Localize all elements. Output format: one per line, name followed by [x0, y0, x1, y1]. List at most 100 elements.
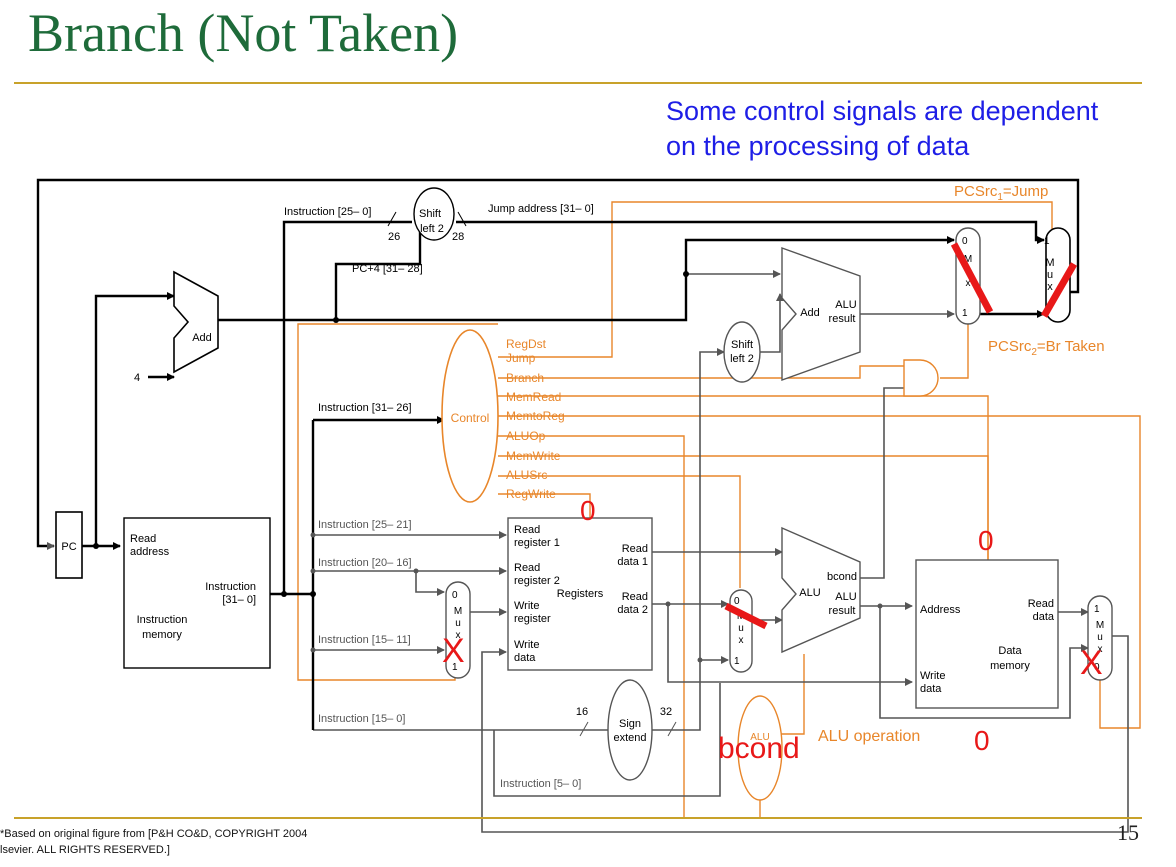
wire-sign-out	[652, 348, 725, 731]
svg-text:M: M	[454, 606, 462, 617]
sign-extend-unit: Sign extend 16 32	[576, 679, 677, 781]
wire-labels: Instruction [25– 0] Jump address [31– 0]…	[284, 203, 594, 414]
svg-text:data 2: data 2	[617, 604, 648, 616]
footnote: *Based on original figure from [P&H CO&D…	[0, 826, 307, 858]
svg-text:Write: Write	[920, 670, 945, 682]
memwrite-zero: 0	[974, 725, 990, 756]
svg-text:x: x	[1098, 644, 1103, 655]
wire-jump-addr	[456, 220, 1045, 244]
svg-text:result: result	[829, 313, 856, 325]
svg-text:Read: Read	[130, 533, 156, 545]
svg-text:ALU: ALU	[799, 587, 820, 599]
svg-text:1: 1	[1094, 604, 1100, 615]
svg-text:Instruction [20– 16]: Instruction [20– 16]	[318, 557, 412, 569]
svg-text:1: 1	[1044, 236, 1050, 247]
svg-text:address: address	[130, 546, 170, 558]
svg-text:1: 1	[962, 308, 968, 319]
mux-regdst: 0 M u x 1	[445, 581, 471, 679]
svg-text:x: x	[966, 278, 971, 289]
wire-pc4-top	[334, 228, 422, 320]
svg-text:Instruction [15– 11]: Instruction [15– 11]	[318, 634, 411, 646]
svg-text:RegDst: RegDst	[506, 337, 547, 351]
svg-text:u: u	[1047, 269, 1053, 281]
callout-text: Some control signals are dependent on th…	[666, 94, 1098, 164]
callout-line-1: Some control signals are dependent	[666, 96, 1099, 126]
svg-text:RegWrite: RegWrite	[506, 487, 556, 501]
svg-text:28: 28	[452, 231, 464, 243]
svg-text:MemWrite: MemWrite	[506, 449, 561, 463]
register-file: Read register 1 Read register 2 Write re…	[507, 517, 653, 671]
alusrc-signal-wire	[498, 475, 741, 588]
control-unit: Control	[441, 329, 499, 503]
svg-text:Instruction [25– 21]: Instruction [25– 21]	[318, 519, 412, 531]
alu-operation-wire	[772, 654, 805, 735]
const-four: 4	[134, 372, 140, 384]
wire-instr-trunk	[282, 220, 412, 594]
datapath-wires	[313, 270, 1129, 833]
svg-text:0: 0	[1094, 662, 1100, 673]
svg-text:M: M	[1045, 257, 1054, 269]
svg-text:memory: memory	[142, 629, 182, 641]
svg-text:1: 1	[734, 656, 740, 667]
svg-text:data: data	[920, 683, 942, 695]
wire-pc-loop	[36, 178, 1080, 550]
svg-text:data: data	[1033, 611, 1055, 623]
pc-register: PC	[55, 511, 83, 579]
branch-adder: Add ALU result	[781, 247, 861, 381]
wire-pc4	[218, 236, 955, 322]
red-slashes	[724, 242, 1078, 630]
svg-text:Read: Read	[514, 524, 540, 536]
svg-text:register 2: register 2	[514, 575, 560, 587]
footnote-line-2: lsevier. ALL RIGHTS RESERVED.]	[0, 844, 170, 856]
svg-text:u: u	[1097, 632, 1103, 643]
svg-text:ALU: ALU	[835, 299, 856, 311]
svg-text:Address: Address	[920, 604, 961, 616]
memread-zero: 0	[978, 525, 994, 556]
junction-dots-gray	[310, 532, 883, 663]
svg-text:Jump: Jump	[506, 351, 536, 365]
svg-text:Shift: Shift	[419, 208, 441, 220]
page-number: 15	[1117, 820, 1139, 845]
svg-text:memory: memory	[990, 660, 1030, 672]
bcond-big: bcond	[718, 732, 800, 765]
svg-text:Instruction [31– 26]: Instruction [31– 26]	[318, 402, 412, 414]
wire-shift2-to-add	[760, 293, 784, 353]
svg-text:MemtoReg: MemtoReg	[506, 409, 565, 423]
svg-text:Data: Data	[998, 645, 1022, 657]
wire-writeback	[481, 635, 1129, 833]
pcsrc1-label: PCSrc1=Jump	[954, 183, 1048, 203]
svg-text:Instruction [5– 0]: Instruction [5– 0]	[500, 778, 581, 790]
and-gate	[903, 359, 939, 397]
data-memory: Address Write data Read data Data memory	[915, 559, 1059, 709]
svg-text:M: M	[964, 254, 972, 265]
svg-text:Write: Write	[514, 600, 539, 612]
junction-dots	[93, 271, 689, 597]
svg-text:left 2: left 2	[420, 223, 444, 235]
wire-alu-to-wb	[879, 606, 1089, 719]
title-rule	[14, 82, 1142, 84]
svg-text:x: x	[456, 630, 461, 641]
pcsrc2-signal-wire	[940, 322, 969, 379]
jump-signal-wire	[498, 201, 1053, 358]
svg-text:ALU: ALU	[835, 591, 856, 603]
svg-text:ALU: ALU	[750, 732, 769, 743]
svg-text:Jump address [31– 0]: Jump address [31– 0]	[488, 203, 594, 215]
svg-text:Write: Write	[514, 639, 539, 651]
svg-text:bcond: bcond	[827, 571, 857, 583]
svg-text:Read: Read	[622, 543, 648, 555]
svg-text:result: result	[829, 605, 856, 617]
wire-labels-gray: Instruction [25– 21] Instruction [20– 16…	[318, 519, 581, 790]
svg-text:ALUSrc: ALUSrc	[506, 468, 547, 482]
main-alu: bcond ALU ALU result	[781, 526, 861, 654]
svg-text:data: data	[514, 652, 536, 664]
svg-text:register: register	[514, 613, 551, 625]
svg-text:1: 1	[452, 662, 458, 673]
svg-text:Registers: Registers	[557, 588, 604, 600]
control-wires	[297, 201, 1141, 819]
svg-text:left 2: left 2	[730, 353, 754, 365]
svg-text:Instruction: Instruction	[137, 614, 188, 626]
alu-control-unit: ALU	[737, 695, 783, 801]
alu-operation-label: ALU operation	[818, 728, 920, 745]
svg-text:0: 0	[452, 590, 458, 601]
